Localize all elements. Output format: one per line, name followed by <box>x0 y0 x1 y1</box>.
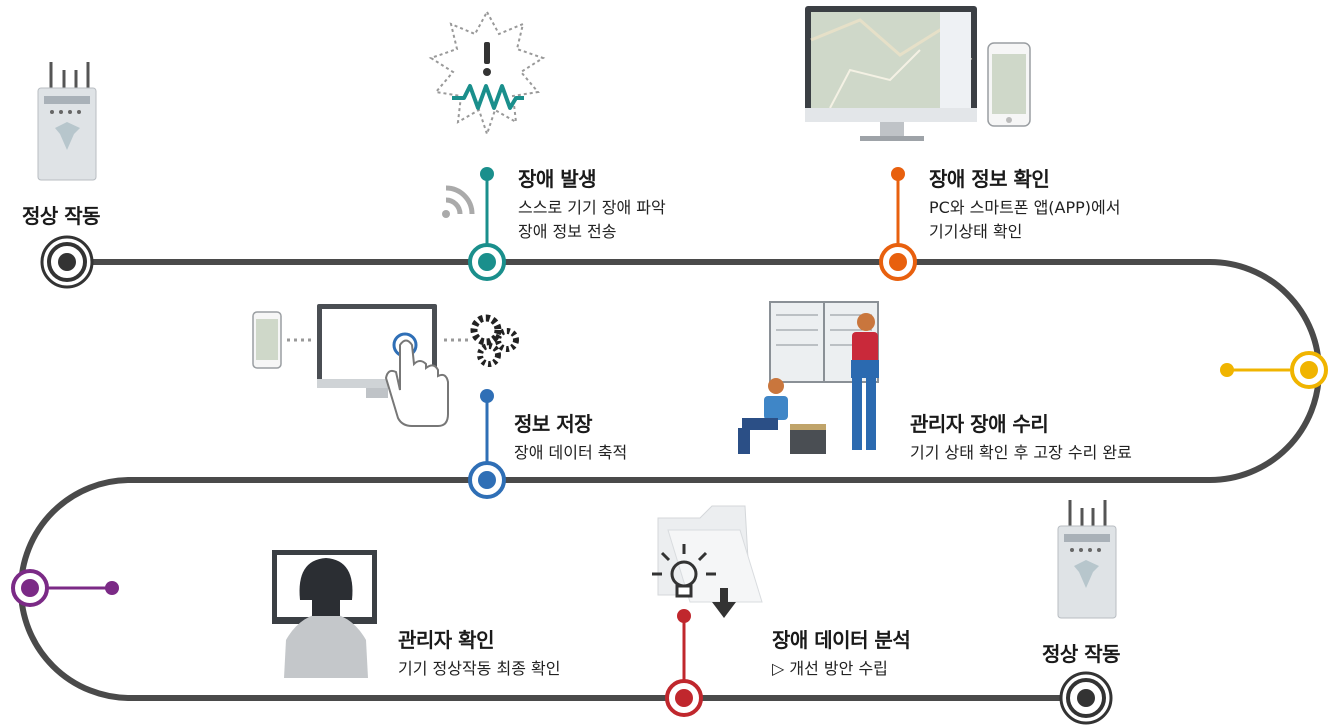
lightbulb-icon <box>652 544 716 598</box>
step-fault-occurrence: 장애 발생 스스로 기기 장애 파악 장애 정보 전송 <box>518 163 666 244</box>
monitor-map-icon <box>805 6 977 141</box>
smartphone-icon <box>252 311 282 369</box>
step-info-store: 정보 저장 장애 데이터 축적 <box>514 408 627 465</box>
step-desc-line: ▷ 개선 방안 수립 <box>772 659 888 678</box>
node-red <box>665 609 703 717</box>
gears-icon <box>470 314 519 367</box>
touch-monitor-icon <box>287 304 468 427</box>
step-desc-line: 기기 정상작동 최종 확인 <box>398 659 561 678</box>
step-data-analysis: 장애 데이터 분석 ▷ 개선 방안 수립 <box>772 624 911 681</box>
step-admin-confirm: 관리자 확인 기기 정상작동 최종 확인 <box>398 624 560 681</box>
node-teal <box>468 167 506 281</box>
step-desc-line: 장애 데이터 축적 <box>514 443 628 462</box>
step-title: 장애 정보 확인 <box>929 167 1050 191</box>
wifi-icon <box>442 185 475 218</box>
person-monitor-icon <box>272 550 377 678</box>
node-blue <box>468 389 506 499</box>
step-fault-check: 장애 정보 확인 PC와 스마트폰 앱(APP)에서 기기상태 확인 <box>929 163 1120 244</box>
node-orange <box>879 167 917 281</box>
smartphone-icon <box>987 42 1031 127</box>
step-title: 정보 저장 <box>514 412 593 436</box>
step-title: 장애 데이터 분석 <box>772 628 911 652</box>
router-icon <box>37 62 97 181</box>
step-desc-line: 기기 상태 확인 후 고장 수리 완료 <box>910 443 1132 462</box>
alert-signal-icon <box>428 9 546 138</box>
step-desc-line: 스스로 기기 장애 파악 <box>518 198 666 217</box>
node-yellow <box>1220 351 1328 389</box>
router-icon <box>1057 500 1117 619</box>
process-track <box>18 259 1322 701</box>
step-title: 관리자 장애 수리 <box>910 412 1049 436</box>
end-label: 정상 작동 <box>1042 642 1121 666</box>
end-node <box>1059 671 1113 725</box>
technicians-icon <box>738 301 879 454</box>
start-label: 정상 작동 <box>22 204 101 228</box>
step-desc-line: PC와 스마트폰 앱(APP)에서 <box>929 198 1121 217</box>
step-desc-line: 장애 정보 전송 <box>518 222 617 241</box>
node-purple <box>11 569 119 607</box>
start-node <box>40 235 94 289</box>
step-title: 관리자 확인 <box>398 628 494 652</box>
step-admin-repair: 관리자 장애 수리 기기 상태 확인 후 고장 수리 완료 <box>910 408 1132 465</box>
step-desc-line: 기기상태 확인 <box>929 222 1023 241</box>
folder-download-icon <box>657 505 763 618</box>
step-title: 장애 발생 <box>518 167 597 191</box>
